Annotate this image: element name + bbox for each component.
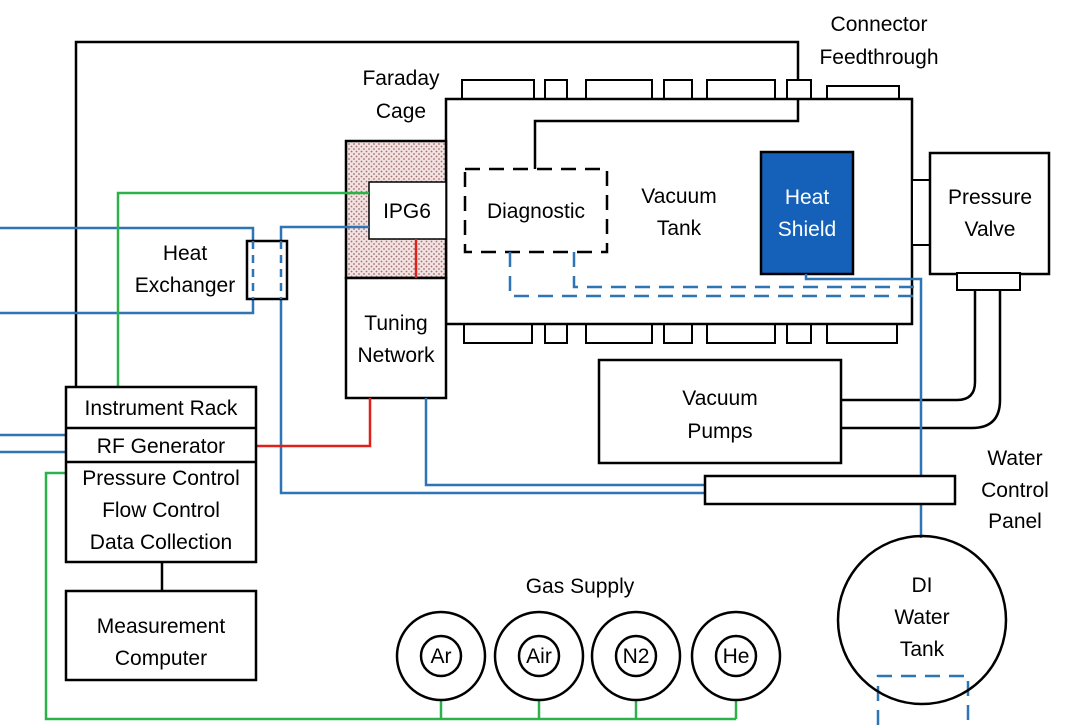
gas-ar-label: Ar (431, 645, 452, 668)
left-water-inputs (0, 433, 66, 454)
vacuum-pumps-label-1: Vacuum (682, 387, 757, 410)
heat-shield-label-1: Heat (785, 186, 830, 209)
pressure-valve-label-1: Pressure (948, 186, 1032, 209)
water-control-panel-label-3: Panel (988, 510, 1042, 533)
water-lines (0, 225, 970, 725)
diagnostic-wire (533, 99, 800, 169)
vacuum-pumps (597, 358, 843, 465)
water-control-panel (703, 474, 957, 506)
diagnostic-box (463, 167, 609, 254)
water-control-panel-label-2: Control (981, 479, 1049, 502)
instrument-rack-label: Instrument Rack (85, 397, 238, 420)
vacuum-tank-label-1: Vacuum (641, 185, 716, 208)
tank-ports-bottom (463, 322, 898, 344)
rf-generator-label: RF Generator (97, 435, 225, 458)
water-control-panel-label-1: Water (987, 447, 1042, 470)
signal-wire (74, 40, 800, 387)
di-water-tank-label-3: Tank (900, 638, 945, 661)
instrument-rack (64, 385, 258, 564)
heat-shield (759, 150, 855, 276)
heat-exchanger-label-1: Heat (163, 242, 208, 265)
tank-ports-top (461, 79, 900, 101)
diagnostic-label: Diagnostic (487, 200, 585, 223)
gas-bottles (395, 610, 782, 702)
faraday-cage-label-2: Cage (376, 100, 426, 123)
data-collection-label: Data Collection (90, 531, 232, 554)
heat-exchanger-internal (251, 241, 283, 299)
gas-he-label: He (723, 645, 750, 668)
connector-feedthrough-label-1: Connector (831, 13, 928, 36)
ipg6-label: IPG6 (383, 200, 431, 223)
gas-supply-label: Gas Supply (526, 575, 635, 598)
pressure-valve-outlet (956, 272, 1021, 291)
tuning-network-label-2: Network (357, 344, 435, 367)
pressure-valve-label-2: Valve (965, 218, 1016, 241)
tuning-network-label-1: Tuning (364, 312, 427, 335)
gas-n2-label: N2 (623, 645, 650, 668)
pressure-control-label: Pressure Control (82, 467, 240, 490)
pressure-valve-flange (911, 179, 932, 246)
heat-exchanger-label-2: Exchanger (135, 274, 235, 297)
pump-line (841, 290, 1002, 430)
ipg6-box (368, 181, 447, 240)
gas-air-label: Air (526, 645, 552, 668)
heat-shield-label-2: Shield (778, 218, 836, 241)
measurement-computer-label-2: Computer (115, 647, 207, 670)
rf-lines (256, 239, 418, 448)
faraday-cage-label-1: Faraday (362, 67, 440, 90)
flow-control-label: Flow Control (102, 499, 220, 522)
tuning-network (344, 276, 448, 400)
measurement-computer (64, 589, 258, 682)
vacuum-tank-label-2: Tank (657, 217, 702, 240)
pressure-valve (928, 151, 1051, 276)
connector-feedthrough-label-2: Feedthrough (819, 46, 938, 69)
di-water-tank (836, 534, 1008, 706)
di-water-tank-label-1: DI (912, 574, 933, 597)
measurement-computer-label-1: Measurement (97, 615, 226, 638)
gas-lines (44, 191, 738, 721)
di-water-tank-label-2: Water (894, 606, 949, 629)
vacuum-pumps-label-2: Pumps (687, 420, 752, 443)
